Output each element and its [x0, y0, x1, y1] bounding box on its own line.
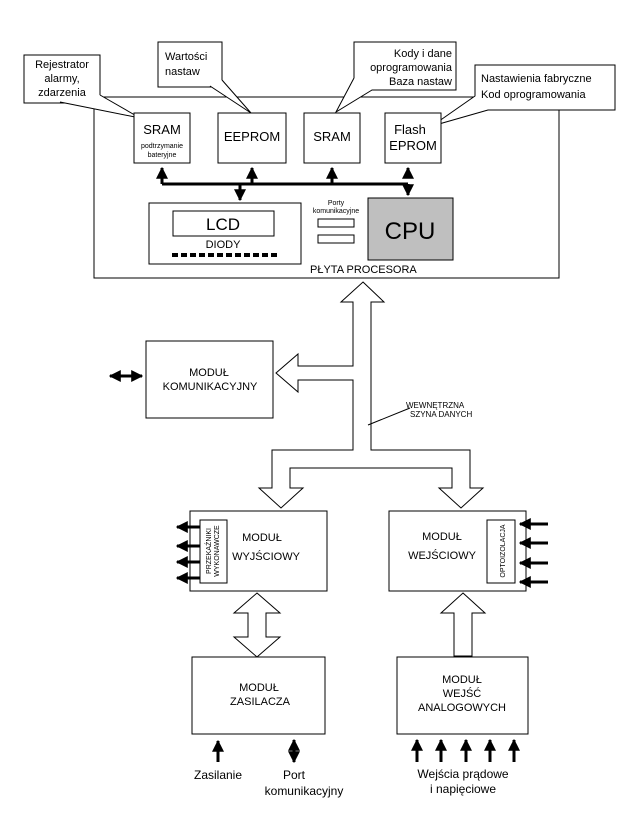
flash-eprom-chip	[384, 112, 442, 164]
analog-inputs	[411, 738, 520, 762]
optoisolation-box	[486, 519, 516, 584]
analog-line2: WEJŚĆ	[443, 687, 482, 700]
power-supply-module	[191, 656, 326, 735]
callout-nastawienia-line1: Nastawienia fabryczne	[481, 73, 592, 85]
inputs-label-line1: Wejścia prądowe	[417, 767, 508, 781]
eeprom-label: EEPROM	[224, 129, 280, 144]
comm-port-2	[317, 234, 355, 244]
analog-line3: ANALOGOWYCH	[418, 702, 506, 714]
relays-line2: WYKONAWCZE	[214, 525, 221, 577]
flash-label: Flash	[394, 122, 426, 137]
communication-module	[145, 340, 274, 419]
eprom-label: EPROM	[389, 138, 437, 153]
sram-label: SRAM	[313, 129, 351, 144]
led-row	[172, 253, 277, 257]
internal-data-bus	[257, 281, 485, 509]
input-module-line1: MODUŁ	[422, 531, 462, 543]
callout-nastawienia-line2: Kod oprogramowania	[481, 89, 586, 101]
psu-line2: ZASILACZA	[230, 696, 291, 708]
bus-label-line2: SZYNA DANYCH	[410, 410, 472, 419]
callout-rejestrator: Rejestrator alarmy, zdarzenia	[23, 54, 141, 119]
porty-label1: Porty	[328, 200, 345, 207]
processor-board	[93, 96, 560, 279]
sram-battery-sub1: podtrzymanie	[141, 143, 183, 150]
diody-label: DIODY	[206, 239, 242, 251]
digital-inputs	[518, 518, 548, 588]
cpu-label: CPU	[385, 218, 436, 245]
port-label-line2: komunikacyjny	[265, 784, 344, 798]
porty-label2: komunikacyjne	[313, 208, 359, 215]
comm-port-1	[317, 218, 355, 228]
comm-module-line1: MODUŁ	[189, 367, 229, 379]
relay-outputs	[175, 521, 200, 584]
port-label-line1: Port	[283, 768, 306, 782]
callout-rejestrator-line3: zdarzenia	[38, 87, 87, 99]
callout-kody-line3: Baza nastaw	[389, 76, 452, 88]
output-module-line1: MODUŁ	[242, 532, 282, 544]
callout-wartosci-line2: nastaw	[165, 66, 200, 78]
lcd-label: LCD	[206, 215, 240, 234]
analog-input-module	[396, 656, 529, 735]
relays-line1: PRZEKAŹNIKI	[204, 528, 213, 574]
internal-memory-bus	[156, 166, 414, 202]
sram-battery-chip	[133, 112, 191, 164]
callout-kody-line1: Kody i dane	[394, 48, 452, 60]
output-power-link	[232, 592, 282, 658]
comm-module-line2: KOMUNIKACYJNY	[163, 381, 258, 393]
psu-line1: MODUŁ	[239, 682, 279, 694]
bus-label-leader	[367, 407, 411, 426]
cpu-chip	[367, 197, 454, 261]
zasilanie-label: Zasilanie	[194, 768, 242, 782]
processor-board-title: PŁYTA PROCESORA	[310, 264, 417, 276]
eeprom-chip	[217, 112, 287, 164]
sram-battery-sub2: bateryjne	[148, 152, 177, 159]
analog-input-link	[439, 592, 487, 657]
bus-label-line1: WEWNĘTRZNA	[406, 401, 465, 410]
optoisolation-label: OPTOIZOLACJA	[500, 524, 507, 577]
callout-rejestrator-line1: Rejestrator	[35, 59, 89, 71]
analog-line1: MODUŁ	[442, 674, 482, 686]
inputs-label-line2: i napięciowe	[430, 782, 496, 796]
output-module-line2: WYJŚCIOWY	[232, 550, 300, 563]
callout-wartosci: Wartości nastaw	[157, 41, 252, 114]
sram-battery-label: SRAM	[143, 122, 181, 137]
input-module-line2: WEJŚCIOWY	[408, 549, 476, 562]
callout-wartosci-line1: Wartości	[165, 51, 207, 63]
sram-chip	[303, 112, 361, 164]
relays-box	[199, 519, 228, 584]
svg-text:PRZEKAŹNIKIWYKONAWCZE: PRZEKAŹNIKIWYKONAWCZE	[204, 525, 221, 577]
callout-kody-line2: oprogramowania	[370, 62, 453, 74]
lcd-screen	[172, 210, 275, 237]
callout-rejestrator-line2: alarmy,	[44, 73, 79, 85]
